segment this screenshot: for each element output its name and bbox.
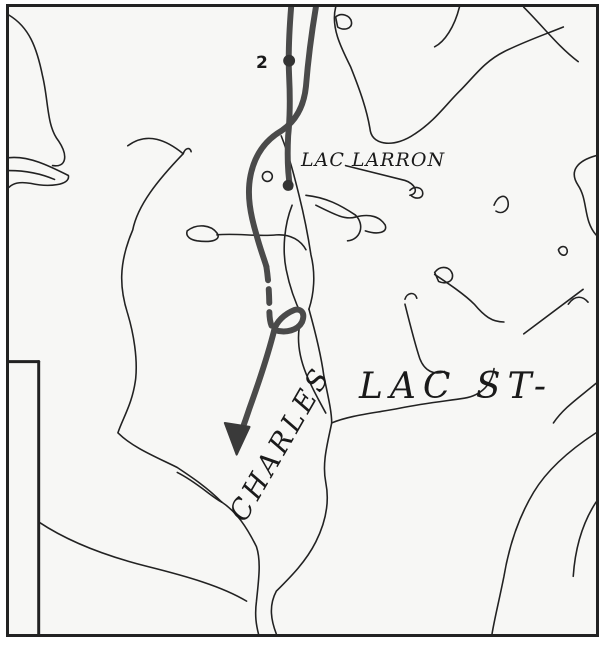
- shoreline-left-band-2: [9, 169, 56, 181]
- lake-small-east-2: [557, 245, 569, 256]
- route-point-0-marker: [282, 179, 294, 191]
- river-central-c: [297, 315, 327, 414]
- map-label-point-2: 2: [256, 53, 268, 73]
- river-south-west-2: [176, 471, 223, 503]
- tributary-mid-2: [305, 194, 362, 242]
- river-charles-west: [221, 501, 260, 634]
- shoreline-left-top: [9, 14, 66, 167]
- river-east-2: [404, 303, 446, 374]
- river-east-4: [522, 288, 589, 335]
- arrowhead-icon: [223, 421, 251, 456]
- route-point-2-marker: [283, 54, 296, 67]
- river-top-far-right: [433, 7, 579, 63]
- river-south-east: [491, 432, 596, 634]
- map-frame: 2 0 LAC LARRON LAC ST- CHARLES: [6, 4, 599, 637]
- map-label-lac-larron: LAC LARRON: [301, 149, 446, 171]
- watershed-west: [117, 137, 223, 503]
- lake-small-east-5: [409, 186, 424, 199]
- river-south-east-2: [572, 501, 596, 578]
- river-charles-east: [270, 422, 333, 634]
- lake-small-east-3: [493, 195, 509, 214]
- map-label-lac-st: LAC ST-: [359, 366, 554, 407]
- lake-top-blob: [334, 13, 353, 30]
- river-central-d: [308, 308, 333, 424]
- tributary-mid-4: [315, 204, 387, 234]
- river-east-5: [552, 382, 596, 424]
- tributary-mid-3: [344, 164, 417, 197]
- river-east-1: [330, 367, 495, 424]
- river-south-west: [37, 521, 248, 602]
- lake-small-east-1: [433, 266, 454, 284]
- route-point-0-ring: [261, 170, 274, 183]
- route-main-north: [245, 7, 319, 270]
- river-central-a: [280, 135, 315, 310]
- river-central-b: [283, 204, 303, 317]
- map-drawing: [9, 7, 596, 634]
- route-dashed: [263, 263, 278, 333]
- tributary-mid-1: [216, 233, 307, 251]
- tributary-west-1: [182, 147, 192, 155]
- small-lake-west: [186, 225, 219, 243]
- shoreline-left-band: [9, 156, 70, 189]
- river-top-right: [333, 7, 565, 144]
- route-west-branch: [284, 7, 295, 191]
- route-loop: [271, 306, 307, 335]
- river-east-3: [433, 273, 505, 323]
- lake-small-east-4: [404, 292, 418, 301]
- river-right-edge: [573, 154, 596, 236]
